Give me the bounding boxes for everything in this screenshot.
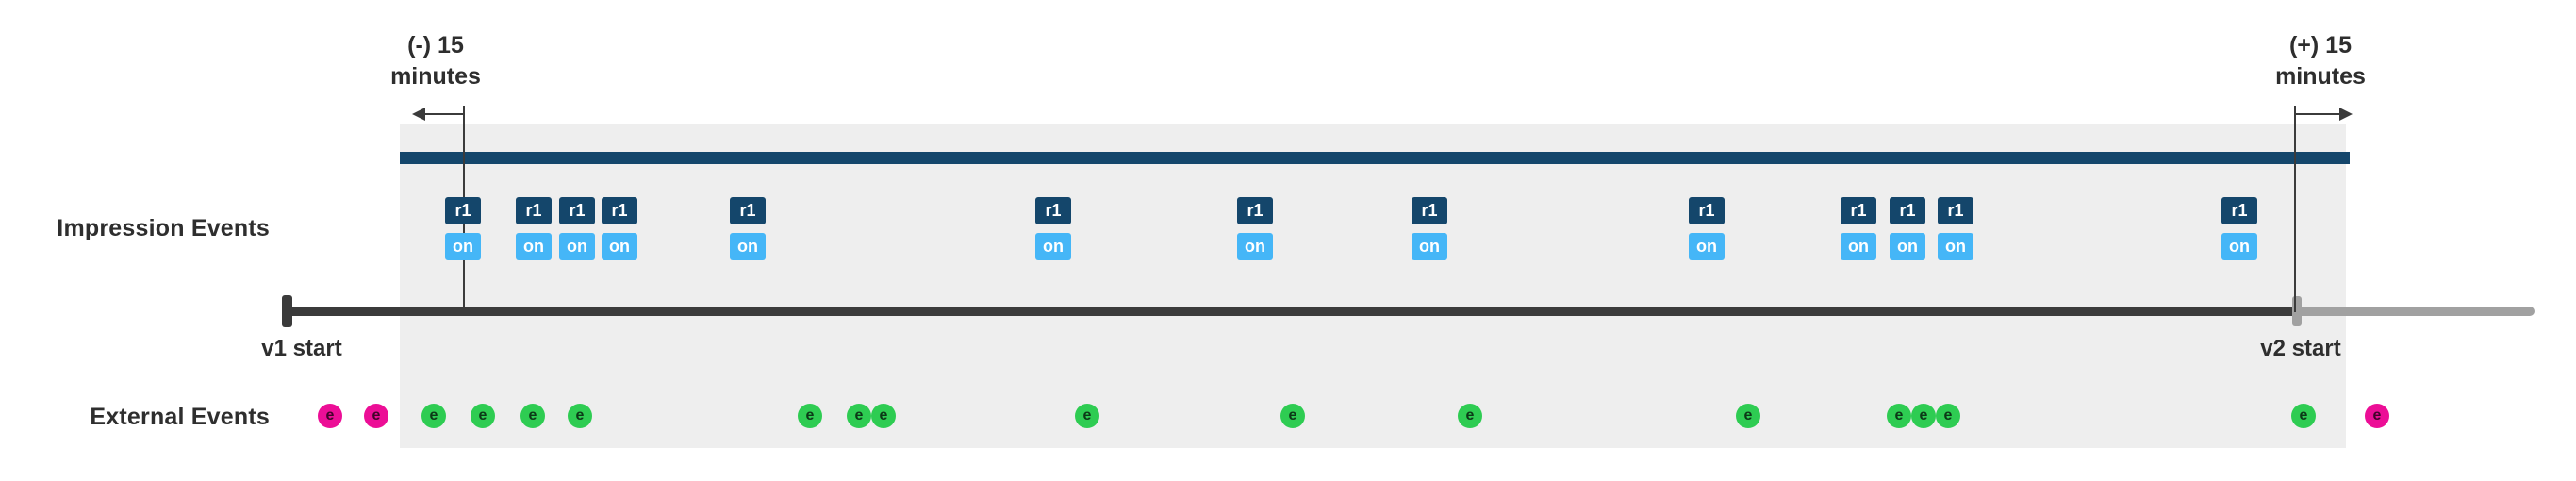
external-event-dot-magenta: e [318, 404, 342, 428]
impression-r1-box: r1 [2221, 197, 2257, 224]
impression-event-pair: r1 on [1035, 197, 1071, 260]
impression-event-pair: r1 on [559, 197, 595, 260]
impression-on-box: on [1412, 233, 1447, 260]
right-arrowhead-icon [2339, 108, 2353, 121]
impression-events-label: Impression Events [57, 215, 270, 241]
minus-15-annotation: (-) 15 minutes [332, 30, 539, 92]
impression-r1-box: r1 [516, 197, 552, 224]
impression-on-box: on [1890, 233, 1925, 260]
plus-15-label-line2: minutes [2275, 63, 2366, 90]
impression-on-box: on [1689, 233, 1725, 260]
timeline-v1-segment [288, 307, 2297, 316]
impression-on-box: on [445, 233, 481, 260]
impression-r1-box: r1 [730, 197, 766, 224]
impression-event-pair: r1 on [1938, 197, 1973, 260]
impression-event-pair: r1 on [1841, 197, 1876, 260]
external-event-dot-green: e [1280, 404, 1305, 428]
impression-on-box: on [1841, 233, 1876, 260]
plus-15-arrow-shaft [2296, 113, 2339, 115]
v1-start-label: v1 start [261, 336, 342, 361]
timeline-panel [400, 124, 2346, 448]
impression-r1-box: r1 [559, 197, 595, 224]
left-arrowhead-icon [412, 108, 425, 121]
external-event-dot-green: e [1936, 404, 1960, 428]
external-event-dot-green: e [1887, 404, 1911, 428]
v2-start-tick [2292, 296, 2302, 326]
impression-on-box: on [730, 233, 766, 260]
header-bar [400, 152, 2350, 164]
minus-15-label-line2: minutes [390, 63, 481, 90]
impression-event-pair: r1 on [516, 197, 552, 260]
impression-r1-box: r1 [1841, 197, 1876, 224]
external-event-dot-green: e [1911, 404, 1936, 428]
impression-event-pair: r1 on [1412, 197, 1447, 260]
external-event-dot-green: e [847, 404, 871, 428]
impression-on-box: on [1035, 233, 1071, 260]
timeline-v2-segment [2297, 307, 2535, 316]
impression-event-pair: r1 on [2221, 197, 2257, 260]
impression-on-box: on [559, 233, 595, 260]
impression-on-box: on [516, 233, 552, 260]
external-event-dot-magenta: e [364, 404, 388, 428]
v1-start-tick [282, 295, 292, 327]
plus-15-label-line1: (+) 15 [2288, 32, 2352, 58]
impression-on-box: on [1237, 233, 1273, 260]
impression-event-pair: r1 on [1689, 197, 1725, 260]
impression-r1-box: r1 [1938, 197, 1973, 224]
impression-r1-box: r1 [602, 197, 637, 224]
external-events-label: External Events [90, 404, 270, 430]
impression-event-pair: r1 on [1890, 197, 1925, 260]
plus-15-annotation: (+) 15 minutes [2217, 30, 2424, 92]
impression-r1-box: r1 [445, 197, 481, 224]
impression-on-box: on [2221, 233, 2257, 260]
external-event-dot-green: e [871, 404, 896, 428]
impression-event-pair: r1 on [730, 197, 766, 260]
v2-start-label: v2 start [2260, 336, 2341, 361]
impression-r1-box: r1 [1890, 197, 1925, 224]
plus-15-guide-line [2294, 106, 2296, 312]
impression-event-pair: r1 on [602, 197, 637, 260]
external-event-dot-green: e [520, 404, 545, 428]
impression-r1-box: r1 [1237, 197, 1273, 224]
external-event-dot-green: e [471, 404, 495, 428]
impression-r1-box: r1 [1412, 197, 1447, 224]
impression-on-box: on [602, 233, 637, 260]
impression-event-pair: r1 on [445, 197, 481, 260]
minus-15-arrow-shaft [424, 113, 465, 115]
external-event-dot-green: e [1736, 404, 1760, 428]
minus-15-label-line1: (-) 15 [407, 32, 464, 58]
impression-r1-box: r1 [1035, 197, 1071, 224]
external-event-dot-green: e [568, 404, 592, 428]
external-event-dot-magenta: e [2365, 404, 2389, 428]
external-event-dot-green: e [1458, 404, 1482, 428]
external-event-dot-green: e [798, 404, 822, 428]
impression-on-box: on [1938, 233, 1973, 260]
external-event-dot-green: e [421, 404, 446, 428]
external-event-dot-green: e [1075, 404, 1099, 428]
external-event-dot-green: e [2291, 404, 2316, 428]
impression-r1-box: r1 [1689, 197, 1725, 224]
impression-event-pair: r1 on [1237, 197, 1273, 260]
